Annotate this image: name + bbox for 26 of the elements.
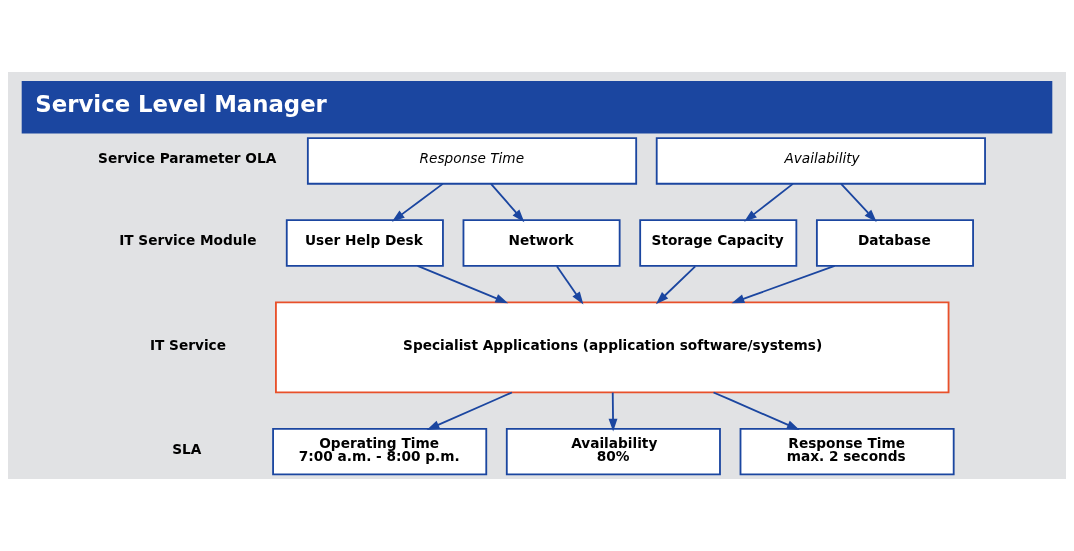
node-box: Network xyxy=(462,219,621,267)
arrow xyxy=(712,391,800,430)
arrow xyxy=(556,265,584,305)
label: IT Service Module xyxy=(119,232,257,249)
node-box: Database xyxy=(815,219,974,267)
label: IT Service xyxy=(149,336,226,353)
arrow xyxy=(608,391,618,432)
label: Service Parameter OLA xyxy=(98,150,277,167)
arrow xyxy=(391,182,444,222)
arrow xyxy=(426,391,513,430)
node-box: Operating Time 7:00 a.m. - 8:00 p.m. xyxy=(272,427,488,476)
arrow xyxy=(416,265,509,304)
arrow xyxy=(655,265,697,305)
node-box: Storage Capacity xyxy=(639,219,798,267)
arrow xyxy=(490,182,525,223)
label: SLA xyxy=(172,441,202,458)
arrow xyxy=(731,265,836,304)
node-box: Availability xyxy=(655,137,986,185)
diagram-title: Service Level Manager xyxy=(35,90,327,117)
node-box: Availability 80% xyxy=(505,427,721,476)
node-box: Response Time max. 2 seconds xyxy=(739,427,955,476)
node-box: Response Time xyxy=(306,137,638,185)
node-box: User Help Desk xyxy=(285,219,444,267)
node-box: Specialist Applications (application software/systems) xyxy=(275,301,950,394)
arrow xyxy=(840,182,877,223)
arrow xyxy=(744,182,794,222)
